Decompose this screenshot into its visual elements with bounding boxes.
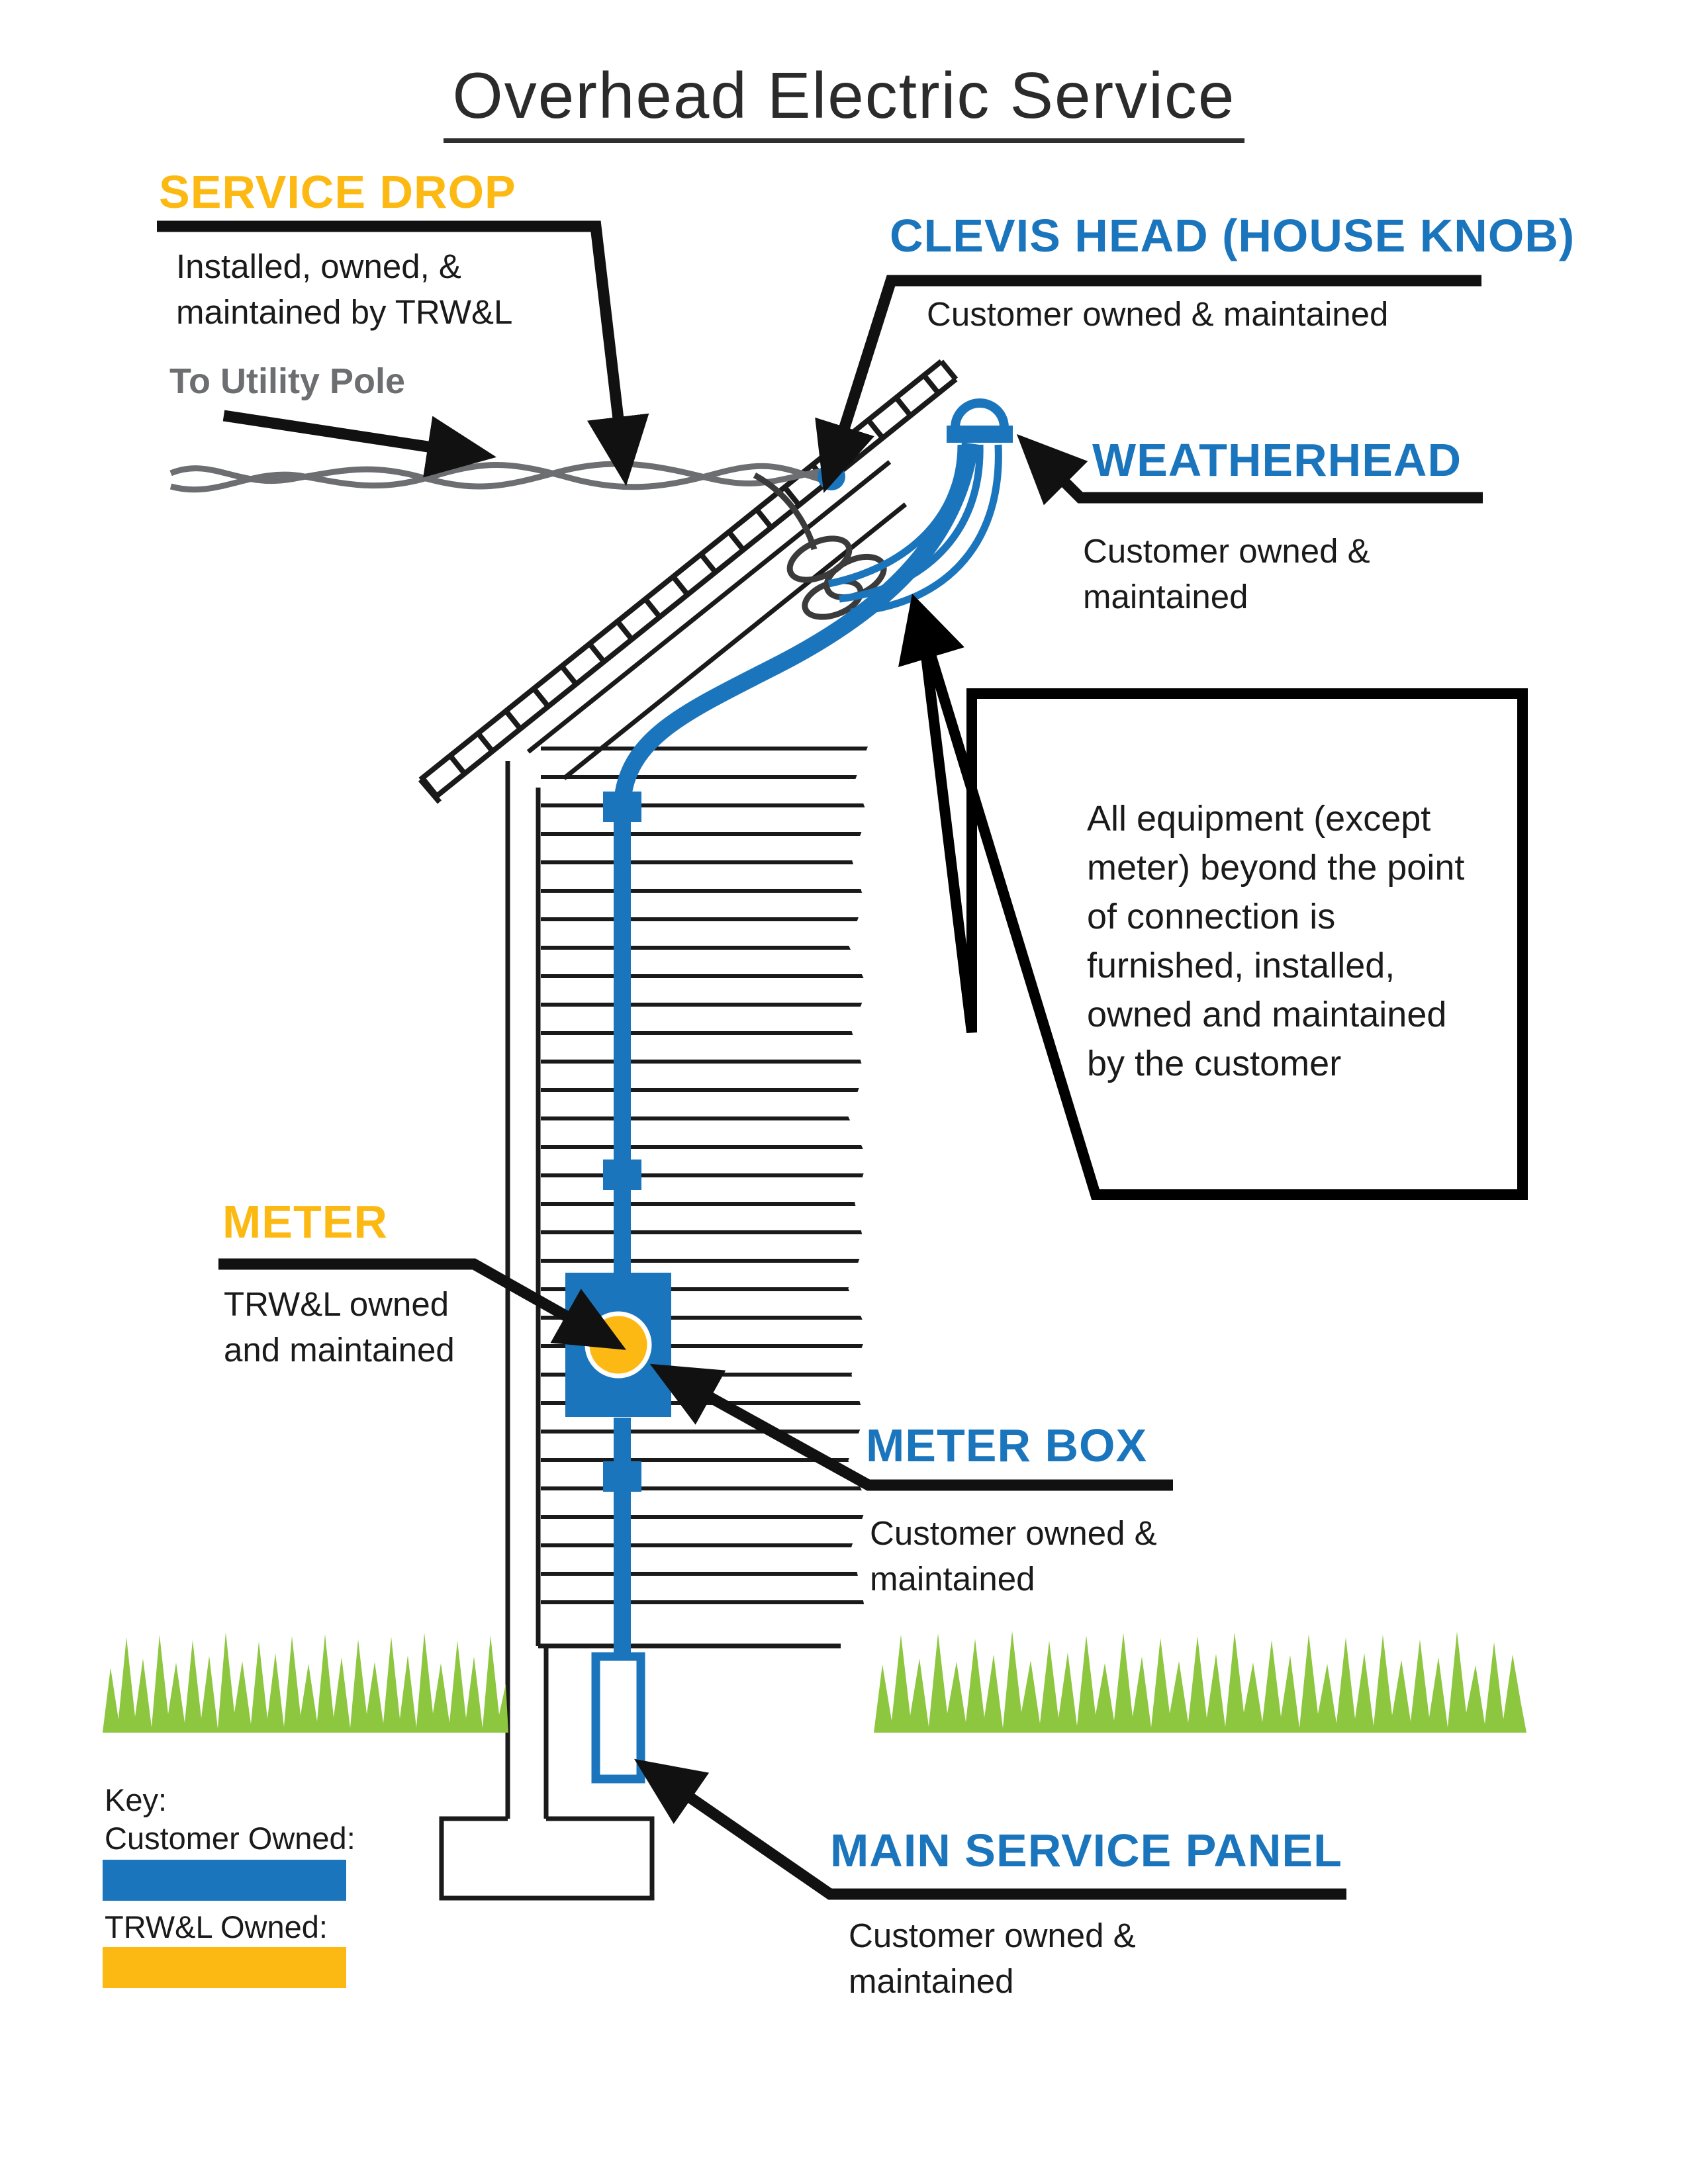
main-service-panel-description: Customer owned & maintained <box>849 1917 1136 2000</box>
footing-outline <box>439 1816 655 1901</box>
roof-end-cap-left <box>418 778 442 804</box>
meter-box-heading: METER BOX <box>866 1420 1148 1471</box>
roof-shingle-hatch <box>420 361 956 798</box>
key-title: Key: <box>105 1782 167 1817</box>
weatherhead-heading: WEATHERHEAD <box>1092 434 1462 486</box>
house-structure <box>418 359 959 1901</box>
grass-left <box>103 1632 508 1733</box>
clevis-head-arrow <box>815 275 1481 494</box>
clevis-head-description: Customer owned & maintained <box>927 295 1389 333</box>
key-utility-owned-label: TRW&L Owned: <box>105 1909 328 1944</box>
clevis-head-dot <box>818 463 845 490</box>
conduit-coupling-2 <box>603 1160 641 1190</box>
key-customer-owned-label: Customer Owned: <box>105 1821 355 1856</box>
meter-box-arrow <box>649 1363 1173 1491</box>
service-drop-description: Installed, owned, & maintained by TRW&L <box>176 248 513 331</box>
conduit-coupling-3 <box>603 1461 641 1492</box>
to-utility-pole-label: To Utility Pole <box>169 361 406 401</box>
meter-heading: METER <box>222 1196 388 1248</box>
to-utility-pole-arrow <box>222 410 497 478</box>
weatherhead-tube-2 <box>839 444 984 603</box>
roof-end-cap-right <box>939 359 959 381</box>
service-drop-arrow <box>157 220 649 486</box>
conduit-coupling-1 <box>603 792 641 822</box>
main-service-panel-arrow <box>634 1758 1346 1900</box>
utility-owned-swatch <box>103 1947 346 1988</box>
meter-graphic <box>565 1273 671 1417</box>
equipment-callout-arrowhead <box>898 594 964 667</box>
customer-owned-swatch <box>103 1860 346 1901</box>
grass-right <box>874 1631 1526 1733</box>
wire-strand-2 <box>169 462 825 493</box>
meter-description: TRW&L owned and maintained <box>224 1285 455 1369</box>
wire-strand-1 <box>169 461 821 490</box>
grass <box>103 1631 1526 1733</box>
meter-dial <box>585 1311 652 1379</box>
label-arrows <box>157 220 1483 1900</box>
clevis-head-heading: CLEVIS HEAD (HOUSE KNOB) <box>890 210 1575 261</box>
weatherhead-cap <box>951 398 1009 428</box>
service-drop-wires <box>169 461 825 493</box>
service-conduit <box>603 442 979 1658</box>
rafter-line-2 <box>562 502 908 780</box>
meter-box-description: Customer owned & maintained <box>870 1514 1157 1598</box>
weatherhead-description: Customer owned & maintained <box>1083 532 1370 615</box>
equipment-note-text: All equipment (except meter) beyond the … <box>1087 799 1465 1083</box>
service-drop-heading: SERVICE DROP <box>159 166 516 218</box>
weatherhead-arrow <box>1016 433 1483 506</box>
weatherhead-crossbar <box>947 426 1013 443</box>
main-service-panel-graphic <box>591 1652 645 1784</box>
conduit-upper <box>614 442 979 1273</box>
meter-arrow <box>218 1258 627 1350</box>
equipment-callout-box <box>917 627 1528 1200</box>
page-title: Overhead Electric Service <box>0 58 1688 143</box>
main-service-panel-heading: MAIN SERVICE PANEL <box>830 1825 1342 1876</box>
rafter-line-1 <box>526 460 892 754</box>
drip-loop-feed <box>753 473 818 551</box>
weatherhead-tube-3 <box>850 444 1002 616</box>
house-siding <box>541 747 868 1607</box>
